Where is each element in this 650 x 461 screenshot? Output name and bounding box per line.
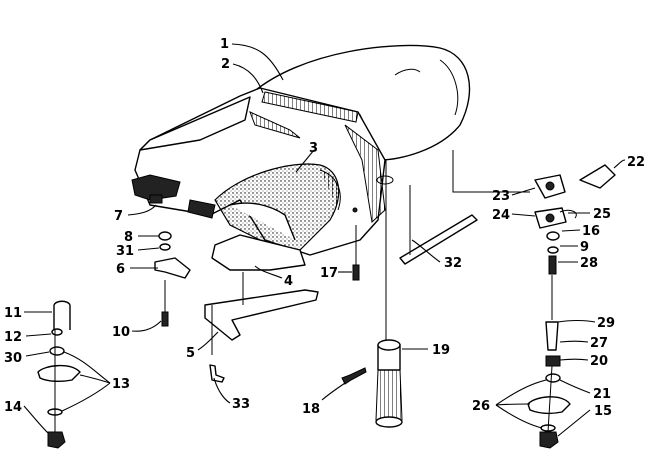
callout-28: 28	[558, 256, 598, 271]
callout-27: 27	[559, 336, 608, 351]
screw-17	[352, 225, 360, 281]
svg-text:25: 25	[593, 207, 611, 222]
svg-text:10: 10	[112, 325, 130, 340]
svg-text:12: 12	[4, 330, 22, 345]
svg-text:6: 6	[116, 262, 125, 277]
hook	[209, 364, 225, 383]
shock-tube	[375, 160, 403, 428]
callout-1: 1	[220, 37, 284, 81]
svg-text:18: 18	[302, 402, 320, 417]
mounting-bracket	[154, 257, 191, 279]
callout-13: 13	[61, 351, 130, 412]
svg-text:27: 27	[590, 336, 608, 351]
callout-26: 26	[472, 379, 547, 429]
callout-7: 7	[114, 204, 157, 224]
callout-32: 32	[411, 239, 462, 271]
callout-22: 22	[613, 155, 645, 170]
screw-18	[341, 367, 367, 385]
svg-text:11: 11	[4, 306, 22, 321]
svg-text:3: 3	[309, 141, 318, 156]
callout-5: 5	[186, 331, 219, 361]
callout-20: 20	[559, 354, 608, 369]
svg-text:17: 17	[320, 266, 338, 281]
svg-text:7: 7	[114, 209, 123, 224]
svg-text:13: 13	[112, 377, 130, 392]
svg-text:26: 26	[472, 399, 490, 414]
callout-30: 30	[4, 351, 50, 366]
svg-text:9: 9	[580, 240, 589, 255]
svg-text:15: 15	[594, 404, 612, 419]
callout-8: 8	[124, 230, 159, 245]
callout-31: 31	[116, 244, 160, 259]
callout-3: 3	[295, 141, 318, 173]
callout-29: 29	[557, 316, 615, 331]
callout-16: 16	[561, 224, 600, 239]
callout-4: 4	[254, 265, 293, 289]
svg-text:28: 28	[580, 256, 598, 271]
svg-text:24: 24	[492, 208, 510, 223]
svg-text:4: 4	[284, 274, 293, 289]
base-tray	[211, 234, 306, 271]
callout-19: 19	[402, 343, 450, 358]
callout-25: 25	[568, 207, 611, 222]
callout-24: 24	[492, 208, 536, 223]
callout-11: 11	[4, 306, 52, 321]
callout-17: 17	[320, 266, 352, 281]
callout-21: 21	[559, 379, 611, 402]
callout-23: 23	[492, 187, 536, 204]
callout-15: 15	[557, 404, 612, 437]
svg-text:23: 23	[492, 189, 510, 204]
svg-text:22: 22	[627, 155, 645, 170]
svg-text:30: 30	[4, 351, 22, 366]
callout-14: 14	[4, 400, 49, 434]
callout-9: 9	[560, 240, 589, 255]
svg-text:20: 20	[590, 354, 608, 369]
svg-text:31: 31	[116, 244, 134, 259]
alignment-lines	[211, 150, 530, 355]
callout-6: 6	[116, 262, 158, 277]
svg-text:21: 21	[593, 387, 611, 402]
svg-text:33: 33	[232, 397, 250, 412]
svg-text:29: 29	[597, 316, 615, 331]
svg-text:32: 32	[444, 256, 462, 271]
svg-text:8: 8	[124, 230, 133, 245]
callout-33: 33	[213, 377, 250, 412]
svg-text:1: 1	[220, 37, 229, 52]
seat-rail	[204, 289, 319, 341]
seat-cushion	[131, 44, 471, 256]
svg-text:14: 14	[4, 400, 22, 415]
seat-strap	[399, 214, 478, 265]
svg-text:2: 2	[221, 57, 230, 72]
svg-text:5: 5	[186, 346, 195, 361]
svg-text:16: 16	[582, 224, 600, 239]
callout-2: 2	[221, 57, 264, 94]
callout-10: 10	[112, 320, 162, 340]
left-hardware	[37, 231, 172, 449]
svg-text:19: 19	[432, 343, 450, 358]
callout-12: 12	[4, 330, 52, 345]
callout-18: 18	[302, 382, 346, 417]
